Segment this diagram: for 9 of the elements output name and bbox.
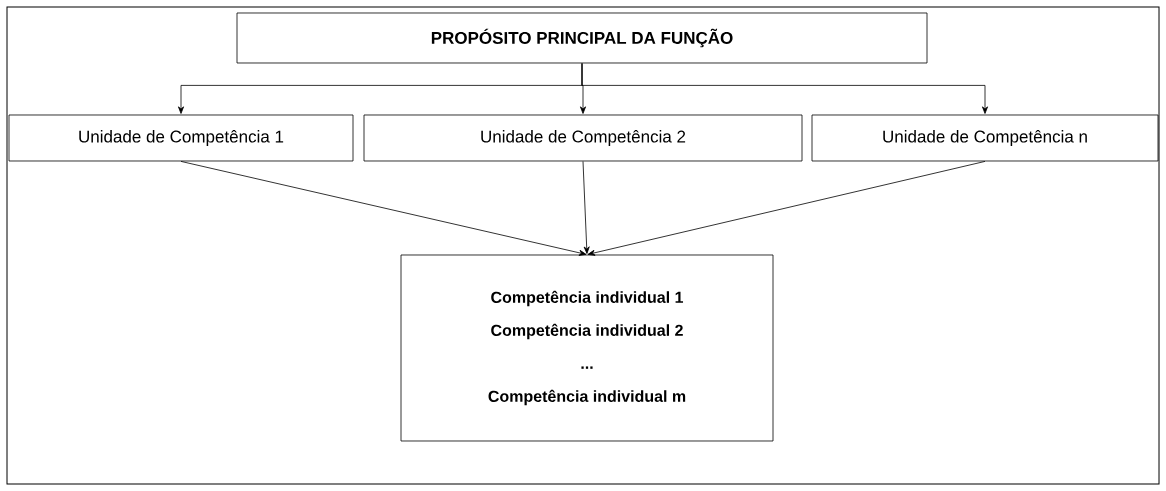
competence-box: Competência individual 1 Competência individual 2 ... Competência individual m: [400, 254, 774, 442]
unit-box: Unidade de Competência 2: [363, 114, 803, 162]
arrow: [180, 161, 587, 256]
unit-box: Unidade de Competência 1: [8, 114, 354, 162]
arrow: [582, 161, 590, 254]
title-box: PROPÓSITO PRINCIPAL DA FUNÇÃO: [236, 12, 928, 64]
arrow: [587, 161, 986, 256]
arrow: [581, 63, 988, 114]
unit-box: Unidade de Competência n: [811, 114, 1159, 162]
